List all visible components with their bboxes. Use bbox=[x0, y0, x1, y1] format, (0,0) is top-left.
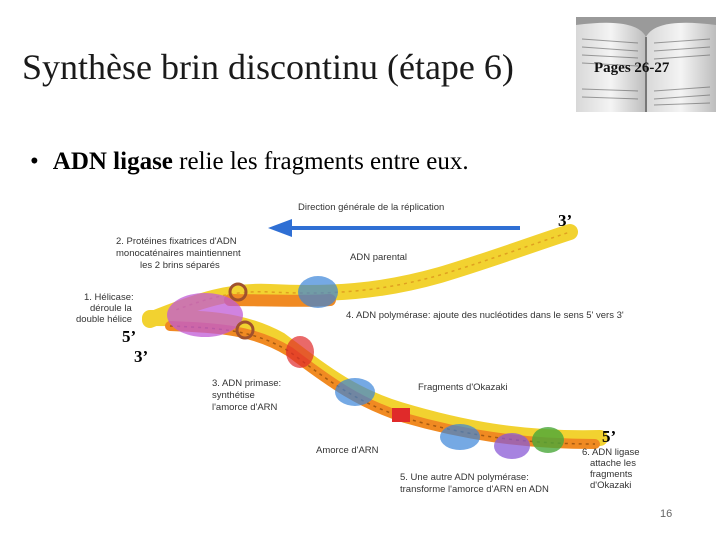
label-2-line1: 2. Protéines fixatrices d'ADN bbox=[116, 236, 237, 247]
label-5-line1: 5. Une autre ADN polymérase: bbox=[400, 472, 529, 483]
page-number: 16 bbox=[660, 508, 672, 520]
label-amorce: Amorce d'ARN bbox=[316, 445, 379, 456]
rna-primer-block bbox=[392, 408, 410, 422]
label-2-line3: les 2 brins séparés bbox=[140, 260, 220, 271]
label-6-line4: d'Okazaki bbox=[590, 480, 631, 491]
label-6-line2: attache les bbox=[590, 458, 636, 469]
helicase-blob bbox=[167, 293, 243, 337]
label-1-line2: déroule la bbox=[90, 303, 132, 314]
direction-label: Direction générale de la réplication bbox=[298, 202, 444, 213]
ligase-blob bbox=[532, 427, 564, 453]
end-left-5prime: 5’ bbox=[122, 327, 136, 346]
end-left-3prime: 3’ bbox=[134, 347, 148, 366]
label-1-line3: double hélice bbox=[76, 314, 132, 325]
polymerase-top-blob bbox=[298, 276, 338, 308]
label-5-line2: transforme l'amorce d'ARN en ADN bbox=[400, 484, 549, 495]
polymerase-okazaki-blob bbox=[335, 378, 375, 406]
primase-blob bbox=[286, 336, 314, 368]
label-3-line2: synthétise bbox=[212, 390, 255, 401]
label-2-line2: monocaténaires maintiennent bbox=[116, 248, 241, 259]
direction-arrow-head bbox=[268, 219, 292, 237]
label-okazaki: Fragments d'Okazaki bbox=[418, 382, 507, 393]
label-1-line1: 1. Hélicase: bbox=[84, 292, 134, 303]
polymerase-3-blob bbox=[494, 433, 530, 459]
polymerase-2-blob bbox=[440, 424, 480, 450]
label-3-line3: l'amorce d'ARN bbox=[212, 402, 278, 413]
end-right-5prime: 5’ bbox=[602, 427, 616, 446]
label-3-line1: 3. ADN primase: bbox=[212, 378, 281, 389]
label-parental: ADN parental bbox=[350, 252, 407, 263]
label-6-line1: 6. ADN ligase bbox=[582, 447, 640, 458]
label-4: 4. ADN polymérase: ajoute des nucléotide… bbox=[346, 310, 624, 321]
end-top-3prime: 3’ bbox=[558, 211, 572, 230]
label-6-line3: fragments bbox=[590, 469, 632, 480]
